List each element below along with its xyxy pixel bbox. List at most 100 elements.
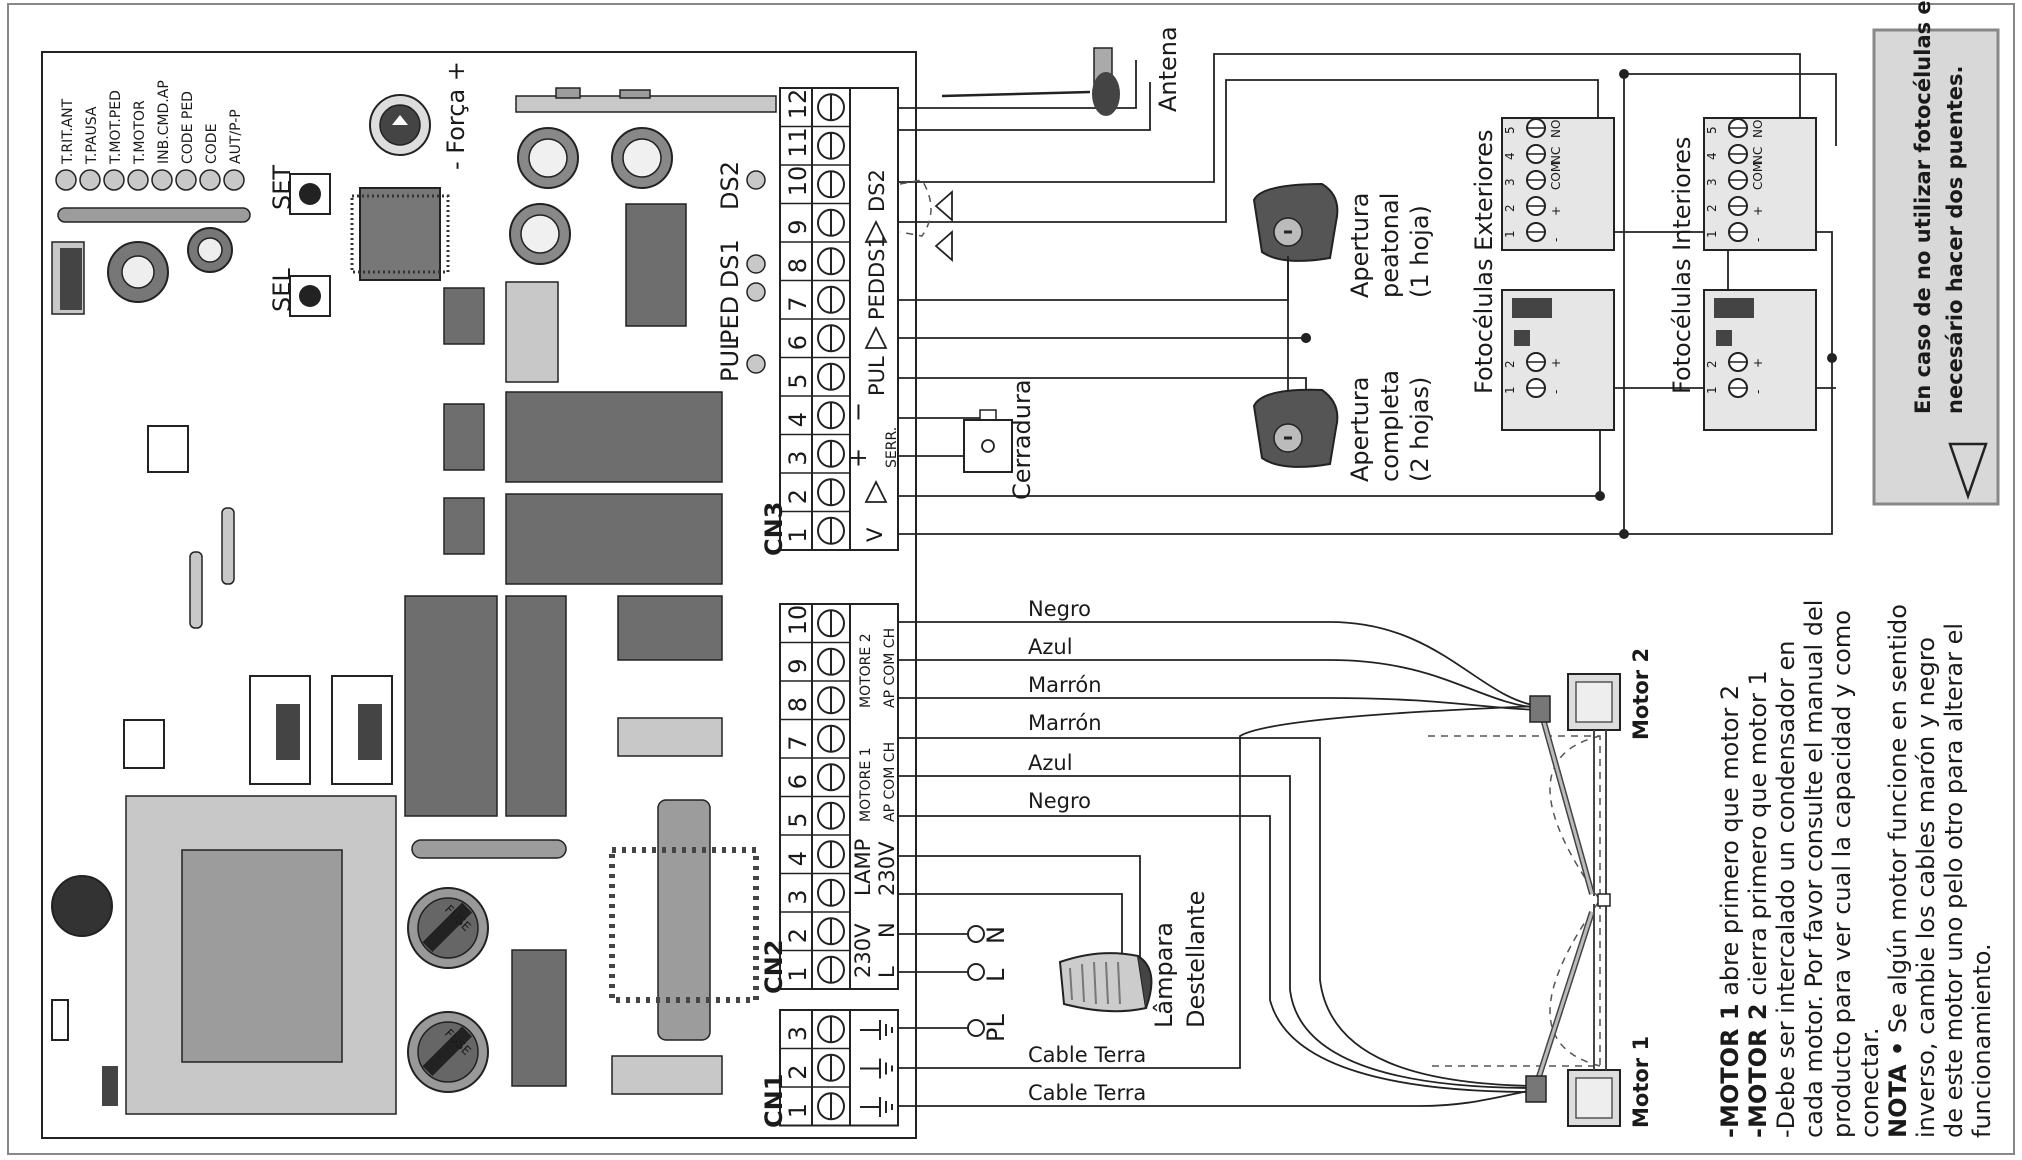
ds1-arrow-icon — [864, 219, 888, 243]
wire-label-terra-2: Cable Terra — [1028, 1081, 1146, 1105]
relay-block-1 — [505, 391, 723, 483]
led-ds2 — [746, 170, 766, 190]
capacitor-small-inner — [197, 237, 223, 263]
completa-line3: (2 hojas) — [1406, 377, 1434, 482]
wire-m1-marron — [898, 737, 1535, 1087]
resistor-1 — [221, 507, 235, 585]
fotocelulas-exteriores-top-func-2: + — [1549, 206, 1563, 216]
note-line-7: NOTA • Se algún motor funcione en sentid… — [1884, 604, 1912, 1138]
cn1-num-2: 2 — [784, 1064, 812, 1079]
wire-m2-azul — [898, 659, 1541, 709]
connector-left-inner — [60, 248, 82, 310]
cn3-num-4: 4 — [784, 412, 812, 427]
resistor-2 — [189, 551, 203, 629]
warning-box: En caso de no utilizar fotocélulas es ne… — [1872, 0, 2000, 506]
note-line-5: producto para ver cual la capacidad y co… — [1828, 610, 1856, 1138]
supply-l-terminal — [967, 963, 985, 981]
dip-label-5: CODE PED — [180, 91, 196, 164]
fotocelulas-interiores-label: Fotocélulas Interiores — [1668, 137, 1696, 394]
fotocelulas-exteriores-label: Fotocélulas Exteriores — [1470, 130, 1498, 394]
ground-icon-3 — [860, 1020, 893, 1040]
wire-label-m1-marron: Marrón — [1028, 711, 1102, 735]
peatonal-line2: peatonal — [1376, 193, 1404, 298]
ds-safety-zone — [899, 179, 953, 262]
completa-line2: completa — [1376, 370, 1404, 482]
cerradura-label: Cerradura — [1008, 379, 1036, 500]
dip-led-5 — [175, 169, 197, 191]
wire-terra-m2 — [898, 705, 1541, 1069]
relay-block-3 — [404, 595, 498, 817]
warning-line-2: necesário hacer dos puentes. — [1943, 65, 1967, 414]
cn2-func-lamp-v: 230V — [875, 841, 899, 896]
cn3-functions: V + − SERR. PUL PED DS1 DS2 — [844, 169, 900, 542]
fotocelulas-exteriores-bottom-func-1: - — [1549, 390, 1563, 394]
small-ic-2 — [123, 719, 165, 769]
fotocelulas-exteriores-top-num-1: 1 — [1503, 230, 1517, 238]
wire-lamp-2 — [898, 893, 1123, 960]
fotocelulas-interiores-bottom-func-2: + — [1751, 358, 1765, 368]
set-label: SET — [268, 165, 296, 210]
dip-label-3: T.MOTOR — [132, 100, 148, 165]
fotocelulas-interiores-top-unit — [1703, 117, 1817, 251]
led-ds1 — [746, 254, 766, 274]
wire-label-terra-1: Cable Terra — [1028, 1043, 1146, 1067]
note-line-6: conectar. — [1856, 1028, 1884, 1138]
cn2-func-n: N — [875, 922, 899, 938]
cn3-num-1: 1 — [784, 527, 812, 542]
pul-arrow-icon — [864, 325, 888, 349]
rail-clip-2 — [619, 89, 651, 99]
antenna-label: Antena — [1154, 26, 1182, 112]
ic-2 — [443, 403, 485, 471]
cn3-num-12: 12 — [784, 89, 812, 120]
fotocelulas-interiores-top-func-5: NO — [1751, 120, 1765, 138]
wire-labels: Negro Azul Marrón Marrón Azul Negro Cabl… — [1028, 597, 1146, 1105]
warning-box-bg — [1872, 28, 2000, 506]
fotocelulas-exteriores-led — [1514, 330, 1530, 346]
fotocelulas-exteriores-top-num-5: 5 — [1503, 126, 1517, 134]
relay-block-2 — [505, 493, 723, 585]
lampara-line2: Destellante — [1182, 891, 1210, 1028]
warning-triangle-icon-1 — [934, 190, 953, 222]
cn3-num-3: 3 — [784, 450, 812, 465]
ground-arrow-icon — [864, 479, 888, 503]
dip-led-4 — [151, 169, 173, 191]
wire-label-m1-negro: Negro — [1028, 789, 1091, 813]
cn3-func-ped: PED — [865, 278, 889, 320]
relay-block-6 — [617, 717, 723, 757]
peatonal-line1: Apertura — [1346, 193, 1374, 298]
cn2-num-3: 3 — [784, 889, 812, 904]
wire-photo-power-1 — [1623, 73, 1837, 534]
wire-label-m2-azul: Azul — [1028, 635, 1073, 659]
cn1-ground-symbols — [860, 1020, 893, 1117]
fotocelulas-interiores-bottom-num-2: 2 — [1705, 360, 1719, 368]
notes: -MOTOR 1 abre primero que motor 2 -MOTOR… — [1716, 600, 1996, 1138]
board-bar-2 — [411, 839, 567, 859]
dip-label-6: CODE — [204, 124, 220, 164]
dip-label-2: T.MOT.PED — [108, 90, 124, 165]
heatsink-2 — [331, 675, 393, 785]
gate-center-latch — [1597, 893, 1611, 907]
heatsink-2-inner — [358, 704, 382, 760]
note-line-10: funcionamiento. — [1968, 943, 1996, 1138]
sel-label: SEL — [268, 268, 296, 312]
wire-antenna-signal — [898, 60, 1137, 109]
fotocelulas-interiores-top-num-4: 4 — [1705, 152, 1719, 160]
wire-label-m2-marron: Marrón — [1028, 673, 1102, 697]
cn2-num-7: 7 — [784, 735, 812, 750]
swing-arc-bottom — [1549, 899, 1601, 1067]
cn2-func-motore1: MOTORE 1 — [858, 747, 874, 822]
wire-photo-ext-plus — [1532, 231, 1833, 535]
relay-block-5 — [617, 595, 723, 661]
fotocelulas-exteriores-top-func-5: NO — [1549, 120, 1563, 138]
coil-windings — [609, 847, 759, 1003]
cn2-label: CN2 — [760, 940, 788, 994]
led-label-ped-ds1: PED DS1 — [716, 239, 744, 344]
relay-1 — [625, 203, 687, 327]
cn3-func-v: V — [863, 527, 887, 542]
ground-icon-1 — [860, 1097, 893, 1117]
fotocelulas-interiores-top-num-5: 5 — [1705, 126, 1719, 134]
